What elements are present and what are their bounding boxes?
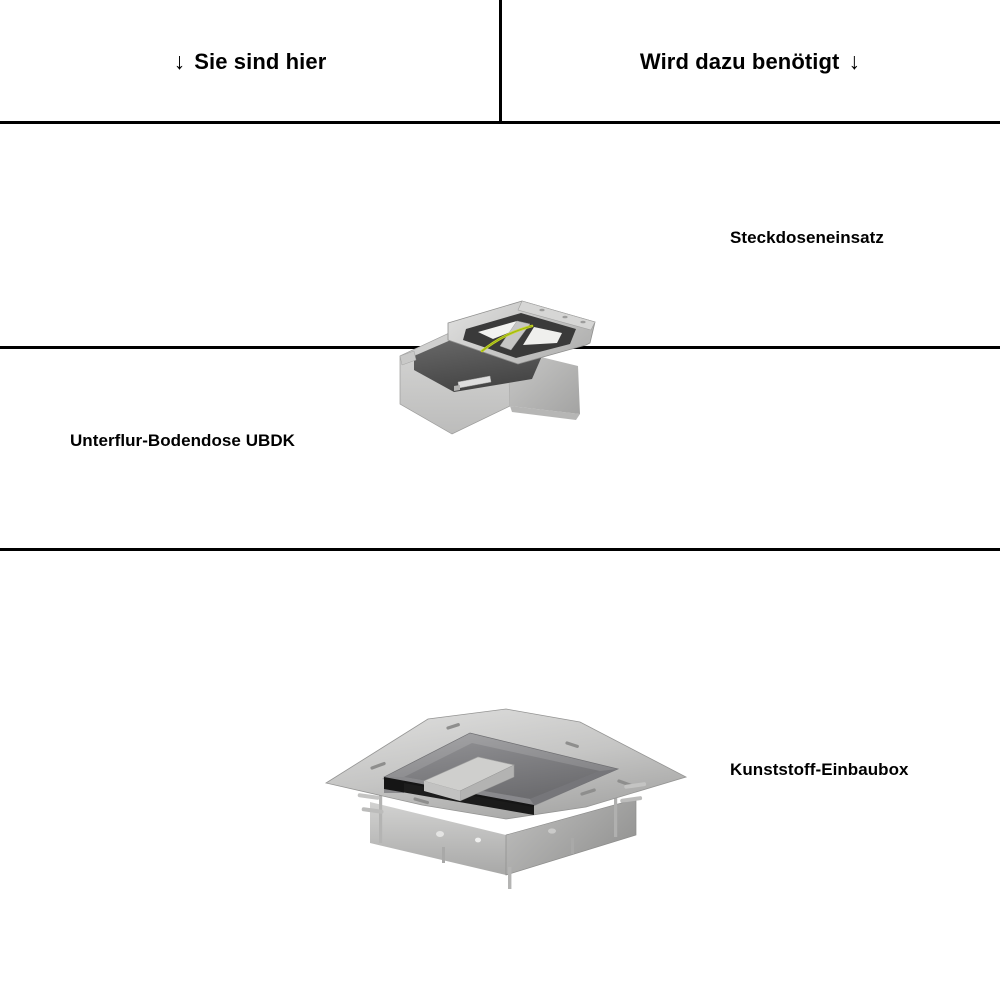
header-text-required: Wird dazu benötigt ↓ bbox=[640, 49, 860, 75]
product-image-steckdoseneinsatz bbox=[390, 296, 605, 441]
rule-header-bottom bbox=[0, 121, 1000, 124]
table-header: ↓ Sie sind hier Wird dazu benötigt ↓ bbox=[0, 0, 1000, 123]
product-image-unterflur-bodendose-ubdk bbox=[318, 707, 693, 892]
row-label-kunststoff-einbaubox: Kunststoff-Einbaubox bbox=[730, 760, 909, 779]
rule-row2-bottom bbox=[0, 548, 1000, 551]
header-text-current: ↓ Sie sind hier bbox=[174, 49, 327, 75]
table-row: Kunststoff-Einbaubox bbox=[0, 551, 1000, 1000]
header-label-required: Wird dazu benötigt bbox=[639, 48, 840, 74]
steel-insert-box-illustration bbox=[399, 300, 596, 435]
header-column-required: Wird dazu benötigt ↓ bbox=[500, 0, 1000, 123]
header-vertical-divider bbox=[499, 0, 502, 123]
table-row: Steckdoseneinsatz bbox=[0, 124, 1000, 435]
arrow-down-icon-left: ↓ bbox=[173, 48, 186, 74]
header-label-current: Sie sind hier bbox=[194, 48, 327, 74]
header-column-current: ↓ Sie sind hier bbox=[0, 0, 500, 123]
arrow-down-icon-right: ↓ bbox=[848, 48, 861, 74]
table-row: Unterflur-Bodendose UBDK bbox=[0, 349, 1000, 889]
row-label-unterflur-bodendose-ubdk: Unterflur-Bodendose UBDK bbox=[69, 431, 295, 450]
row-label-steckdoseneinsatz: Steckdoseneinsatz bbox=[730, 228, 884, 247]
underfloor-box-illustration bbox=[324, 708, 688, 889]
